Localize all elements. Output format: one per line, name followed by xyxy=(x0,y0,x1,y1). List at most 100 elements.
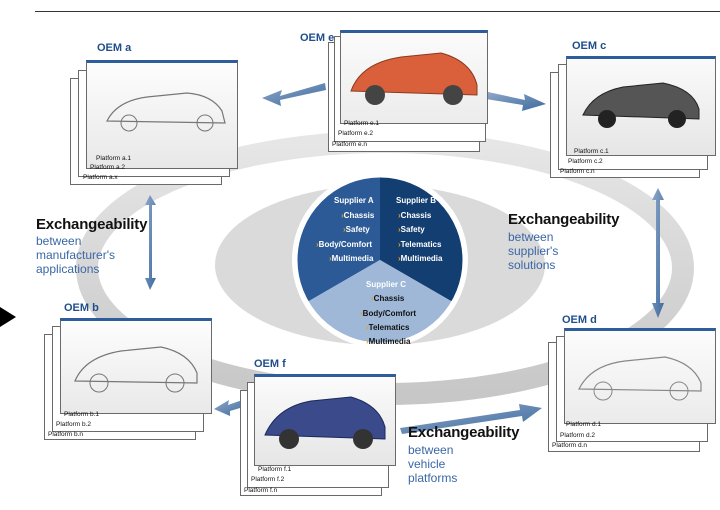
supplier-item: ›Safety xyxy=(343,225,370,234)
platform-label: Platform f.n xyxy=(244,487,278,494)
platform-label: Platform d.n xyxy=(552,442,588,449)
bullet-icon: › xyxy=(360,309,363,318)
exchangeability-sub-line: solutions xyxy=(508,258,556,272)
exchangeability-sub-line: manufacturer's xyxy=(36,248,115,262)
supplier-item-text: Safety xyxy=(400,225,425,234)
oem-title: OEM c xyxy=(572,40,607,52)
supplier-title: Supplier B xyxy=(396,196,437,205)
exchangeability-sub-line: applications xyxy=(36,262,100,276)
car-image-card xyxy=(60,318,212,414)
pie-slice-supplier-b xyxy=(380,176,464,302)
platform-label: Platform f.2 xyxy=(251,476,285,483)
supplier-title: Supplier A xyxy=(334,196,374,205)
bullet-icon: › xyxy=(398,254,401,263)
supplier-item: ›Telematics xyxy=(366,323,409,332)
arrow-e-to-c-icon xyxy=(486,92,546,111)
exchangeability-sub-line: supplier's xyxy=(508,244,559,258)
arrow-a-b-icon xyxy=(145,195,156,290)
oem-e-group: OEM e Platform e.1 Platform e.2 Platform… xyxy=(298,28,498,158)
supplier-item: ›Chassis xyxy=(371,294,404,303)
supplier-item-text: Multimedia xyxy=(368,337,411,346)
oem-title: OEM d xyxy=(562,314,597,326)
bullet-icon: › xyxy=(343,225,346,234)
exchangeability-sub-line: vehicle xyxy=(408,457,446,471)
bullet-icon: › xyxy=(329,254,332,263)
exchangeability-sub-line: platforms xyxy=(408,471,458,485)
oem-d-group: OEM d Platform d.1 Platform d.2 Platform… xyxy=(548,312,718,457)
pointer-arrow-icon xyxy=(0,307,16,327)
pie-slice-supplier-a xyxy=(296,176,380,302)
car-image-card xyxy=(254,374,396,466)
platform-label: Platform d.2 xyxy=(560,432,596,439)
platform-label: Platform a.1 xyxy=(96,155,132,162)
supplier-item: ›Multimedia xyxy=(329,254,373,263)
top-rule xyxy=(35,11,720,12)
pie-slice-supplier-c xyxy=(307,260,453,344)
oem-title: OEM b xyxy=(64,302,99,314)
exchangeability-sub-line: between xyxy=(408,443,454,457)
supplier-item-text: Chassis xyxy=(343,211,375,220)
car-image-card xyxy=(564,328,716,424)
platform-label: Platform c.2 xyxy=(568,158,603,165)
oem-c-group: OEM c Platform c.1 Platform c.2 Platform… xyxy=(550,36,720,181)
platform-label: Platform a.x xyxy=(83,174,118,181)
platform-label: Platform f.1 xyxy=(258,466,292,473)
supplier-item-text: Body/Comfort xyxy=(362,309,416,318)
bullet-icon: › xyxy=(366,323,369,332)
bullet-icon: › xyxy=(316,240,319,249)
supplier-item-text: Chassis xyxy=(373,294,405,303)
platform-label: Platform c.1 xyxy=(574,148,609,155)
supplier-item: ›Multimedia xyxy=(366,337,410,346)
exchangeability-heading: Exchangeability xyxy=(508,211,620,228)
car-photo-icon xyxy=(582,82,700,128)
exchangeability-sub-line: between xyxy=(36,234,82,248)
supplier-item: ›Telematics xyxy=(398,240,441,249)
bullet-icon: › xyxy=(371,294,374,303)
car-wireframe-icon xyxy=(106,92,226,132)
supplier-item-text: Safety xyxy=(345,225,370,234)
supplier-item: ›Multimedia xyxy=(398,254,442,263)
car-wireframe-icon xyxy=(74,346,198,393)
supplier-item-text: Multimedia xyxy=(400,254,443,263)
exchangeability-heading: Exchangeability xyxy=(408,424,520,441)
platform-label: Platform b.1 xyxy=(64,411,100,418)
supplier-item: ›Chassis xyxy=(398,211,431,220)
car-cutaway-icon xyxy=(350,52,478,105)
supplier-item-text: Multimedia xyxy=(331,254,374,263)
oem-a-group: OEM a Platform a.1 Platform a.2 Platform… xyxy=(70,42,240,187)
supplier-item: ›Body/Comfort xyxy=(316,240,372,249)
oem-title: OEM f xyxy=(254,358,286,370)
platform-label: Platform c.n xyxy=(560,168,595,175)
oem-title: OEM a xyxy=(97,42,132,54)
bullet-icon: › xyxy=(398,225,401,234)
supplier-item: ›Body/Comfort xyxy=(360,309,416,318)
oem-title: OEM e xyxy=(300,32,335,44)
supplier-item-text: Telematics xyxy=(400,240,442,249)
car-image-card xyxy=(340,30,488,124)
car-image-card xyxy=(566,56,716,156)
platform-label: Platform b.n xyxy=(48,431,84,438)
bullet-icon: › xyxy=(366,337,369,346)
arrow-e-to-a-icon xyxy=(262,83,326,106)
bullet-icon: › xyxy=(341,211,344,220)
exchangeability-heading: Exchangeability xyxy=(36,216,148,233)
car-wireframe-icon xyxy=(578,356,702,401)
exchangeability-sub-line: between xyxy=(508,230,554,244)
supplier-item-text: Body/Comfort xyxy=(318,240,372,249)
car-image-card xyxy=(86,60,238,169)
flow-arrows xyxy=(145,83,664,434)
supplier-pie xyxy=(292,172,468,348)
platform-label: Platform b.2 xyxy=(56,421,92,428)
bullet-icon: › xyxy=(398,240,401,249)
oem-f-group: OEM f Platform f.1 Platform f.2 Platform… xyxy=(240,356,400,501)
arrow-f-to-d-icon xyxy=(400,404,542,434)
supplier-item-text: Chassis xyxy=(400,211,432,220)
platform-label: Platform e.1 xyxy=(344,120,380,127)
oem-b-group: OEM b Platform b.1 Platform b.2 Platform… xyxy=(44,298,214,443)
bullet-icon: › xyxy=(398,211,401,220)
platform-label: Platform e.2 xyxy=(338,130,374,137)
supplier-item: ›Chassis xyxy=(341,211,374,220)
supplier-item-text: Telematics xyxy=(368,323,410,332)
car-cutaway-icon xyxy=(264,396,386,449)
